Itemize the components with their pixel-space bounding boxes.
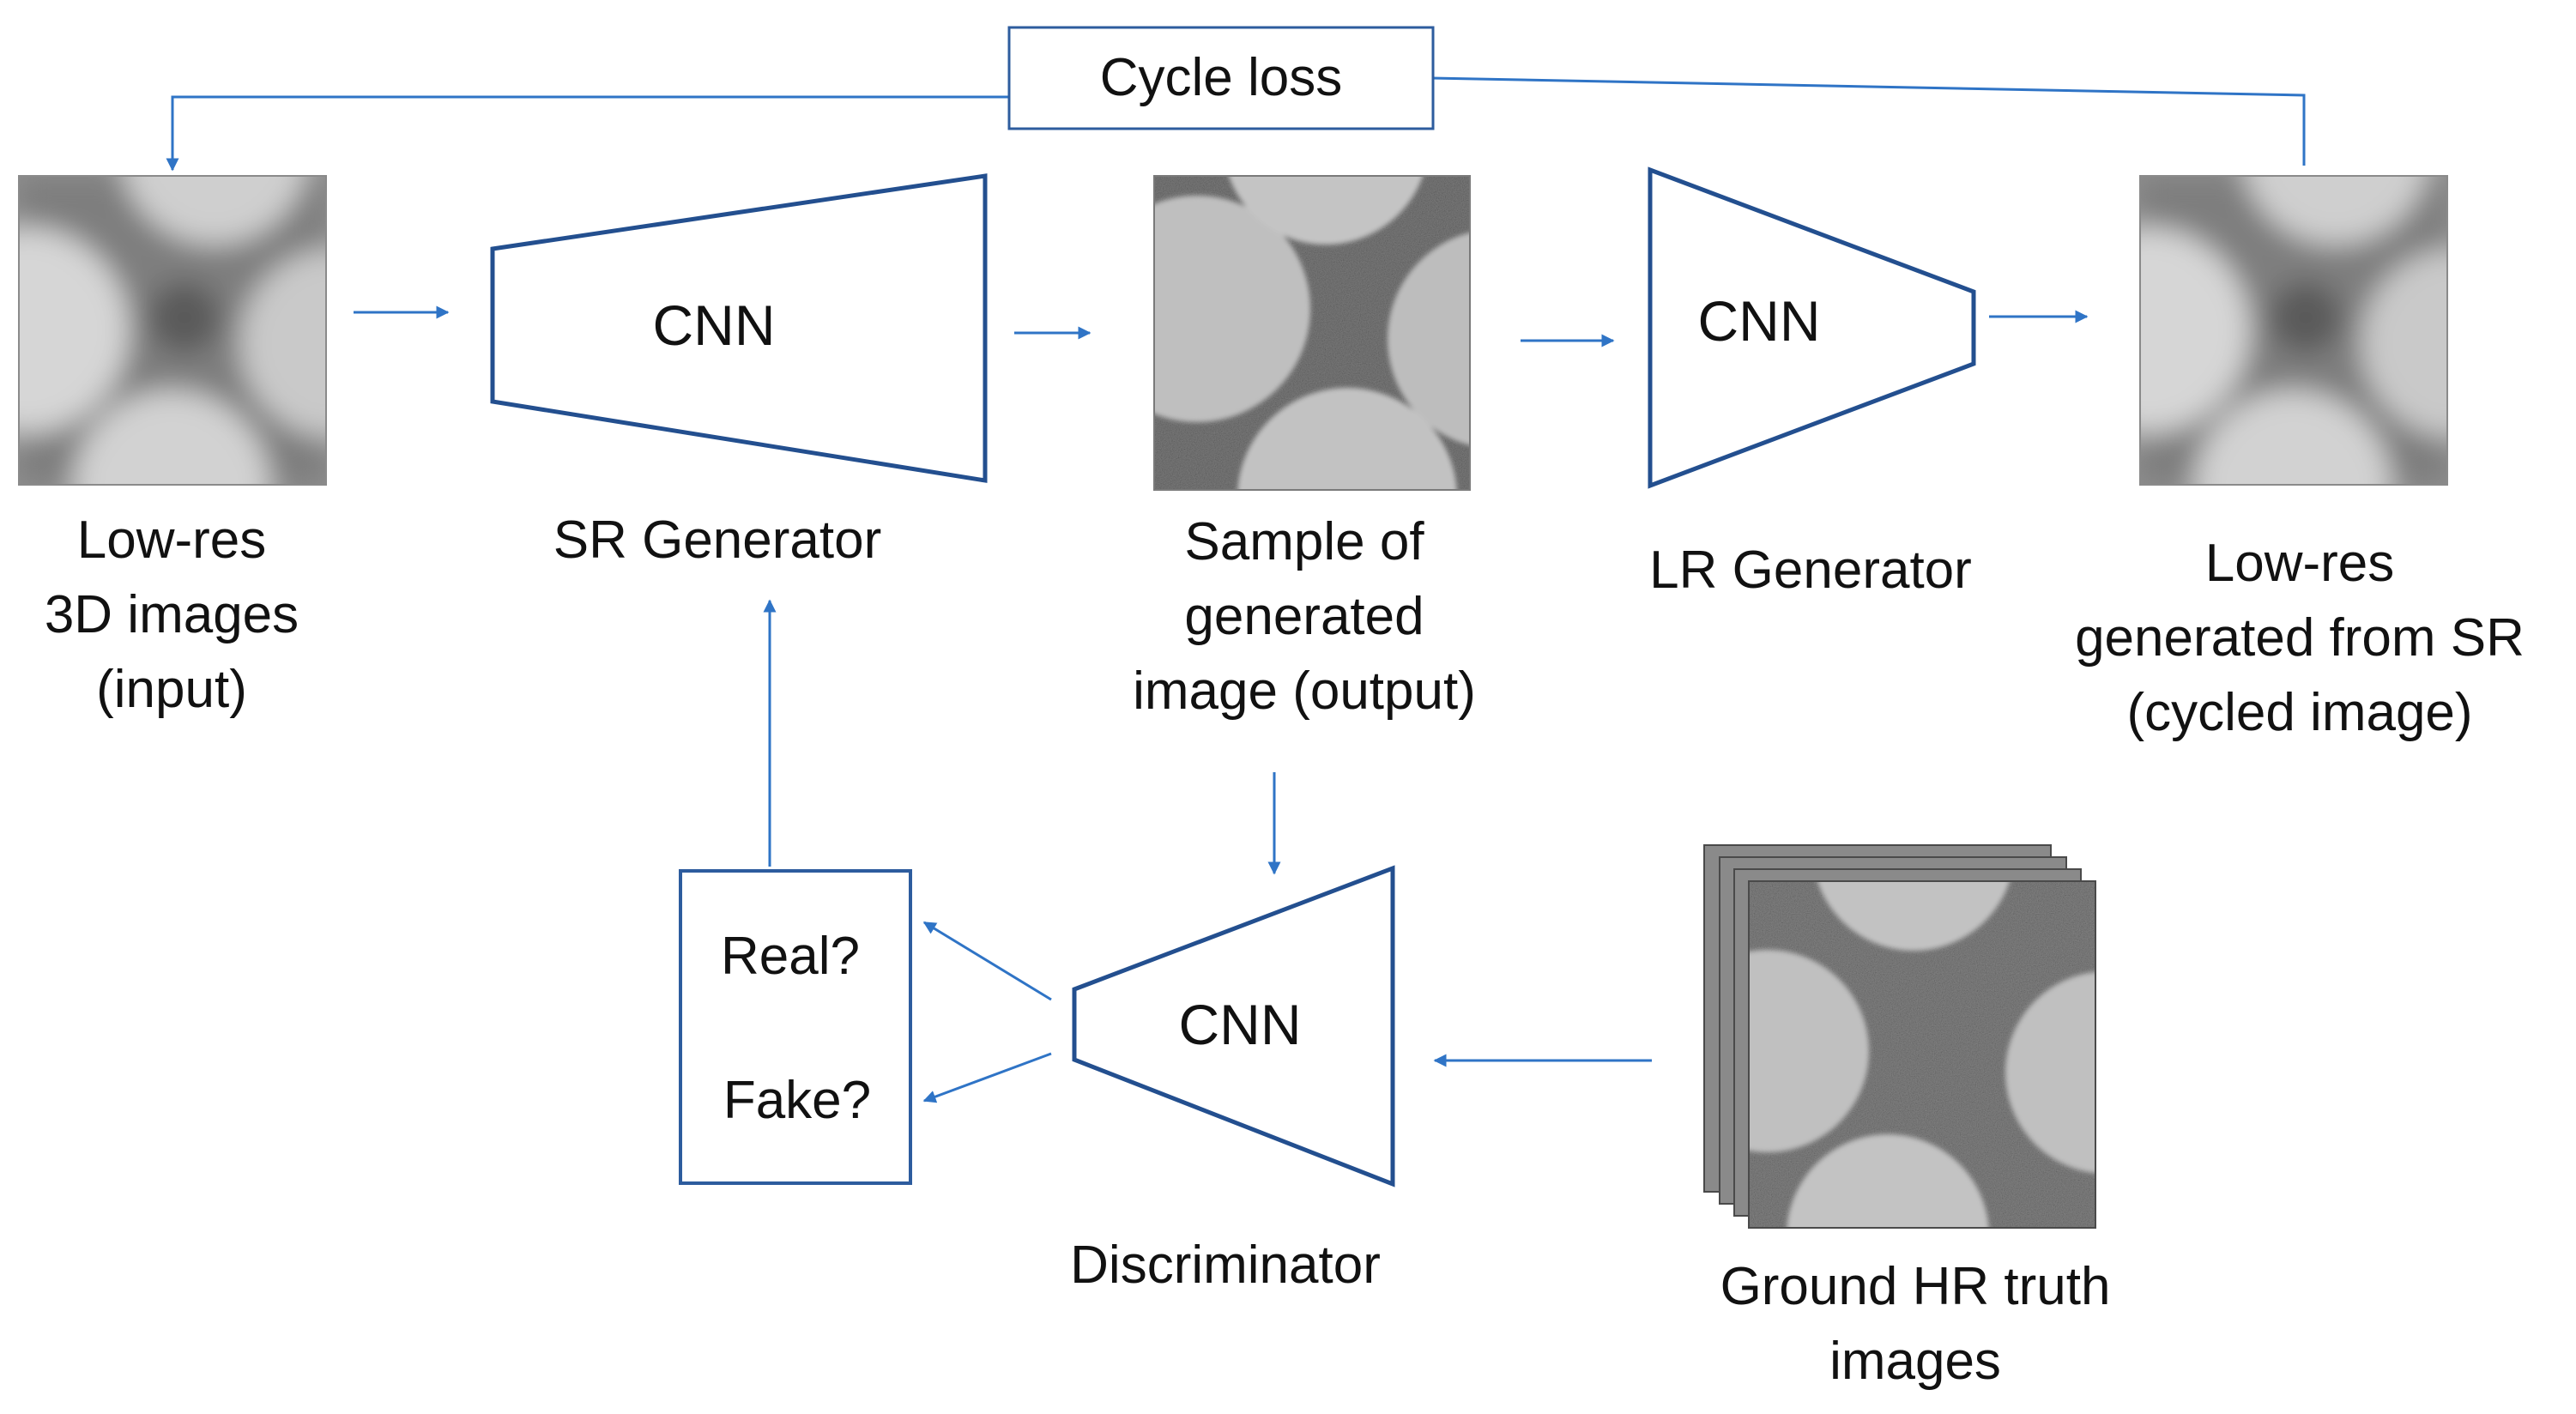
cycled-caption-line-1: Low-res (2205, 534, 2395, 593)
verdict-box: Real? Fake? (679, 869, 912, 1185)
sr-generator: CNN SR Generator (490, 173, 988, 570)
discriminator-trapezoid (1072, 865, 1395, 1187)
cycled-image: Low-res generated from SR (cycled image) (2075, 175, 2525, 742)
arrow-disc-to-real (922, 921, 1052, 1001)
sr-generator-cnn-label: CNN (653, 293, 776, 357)
output-caption-line-3: image (output) (1133, 662, 1476, 721)
cycle-loss-line-right (1430, 76, 2306, 166)
input-caption-line-3: (input) (96, 660, 247, 719)
ground-truth-caption-line-1: Ground HR truth (1720, 1257, 2111, 1316)
lr-generator-trapezoid (1648, 166, 1976, 489)
verdict-real-label: Real? (721, 927, 860, 986)
lr-generator-caption: LR Generator (1649, 541, 1972, 600)
cycled-caption-line-3: (cycled image) (2126, 683, 2472, 742)
ground-truth-caption-line-2: images (1829, 1332, 2001, 1391)
ground-truth-front-image (1748, 880, 2096, 1229)
lr-generator-cnn-label: CNN (1698, 289, 1821, 353)
input-caption-line-2: 3D images (45, 585, 299, 644)
verdict-fake-label: Fake? (723, 1071, 871, 1130)
cycled-caption-line-2: generated from SR (2075, 608, 2525, 668)
discriminator-cnn-label: CNN (1179, 993, 1302, 1056)
input-caption-line-1: Low-res (77, 511, 267, 570)
cycle-loss-label: Cycle loss (1100, 48, 1343, 107)
arrow-disc-to-fake (922, 1052, 1052, 1103)
verdict-box-frame (679, 869, 912, 1185)
cycle-loss-line-left (166, 95, 1009, 172)
output-caption-line-1: Sample of (1184, 512, 1424, 571)
sr-generator-caption: SR Generator (553, 511, 882, 570)
discriminator: CNN Discriminator (1070, 865, 1395, 1295)
cycle-loss-loop: Cycle loss (166, 26, 2306, 172)
output-image: Sample of generated image (output) (1133, 175, 1476, 721)
input-image: Low-res 3D images (input) (18, 175, 327, 719)
lr-generator: CNN LR Generator (1648, 166, 1976, 600)
cycle-loss-box (1007, 26, 1435, 130)
ground-truth-stack: Ground HR truth images (1703, 844, 2111, 1391)
output-caption-line-2: generated (1184, 587, 1424, 646)
discriminator-caption: Discriminator (1070, 1236, 1381, 1295)
sr-generator-trapezoid (490, 173, 988, 483)
